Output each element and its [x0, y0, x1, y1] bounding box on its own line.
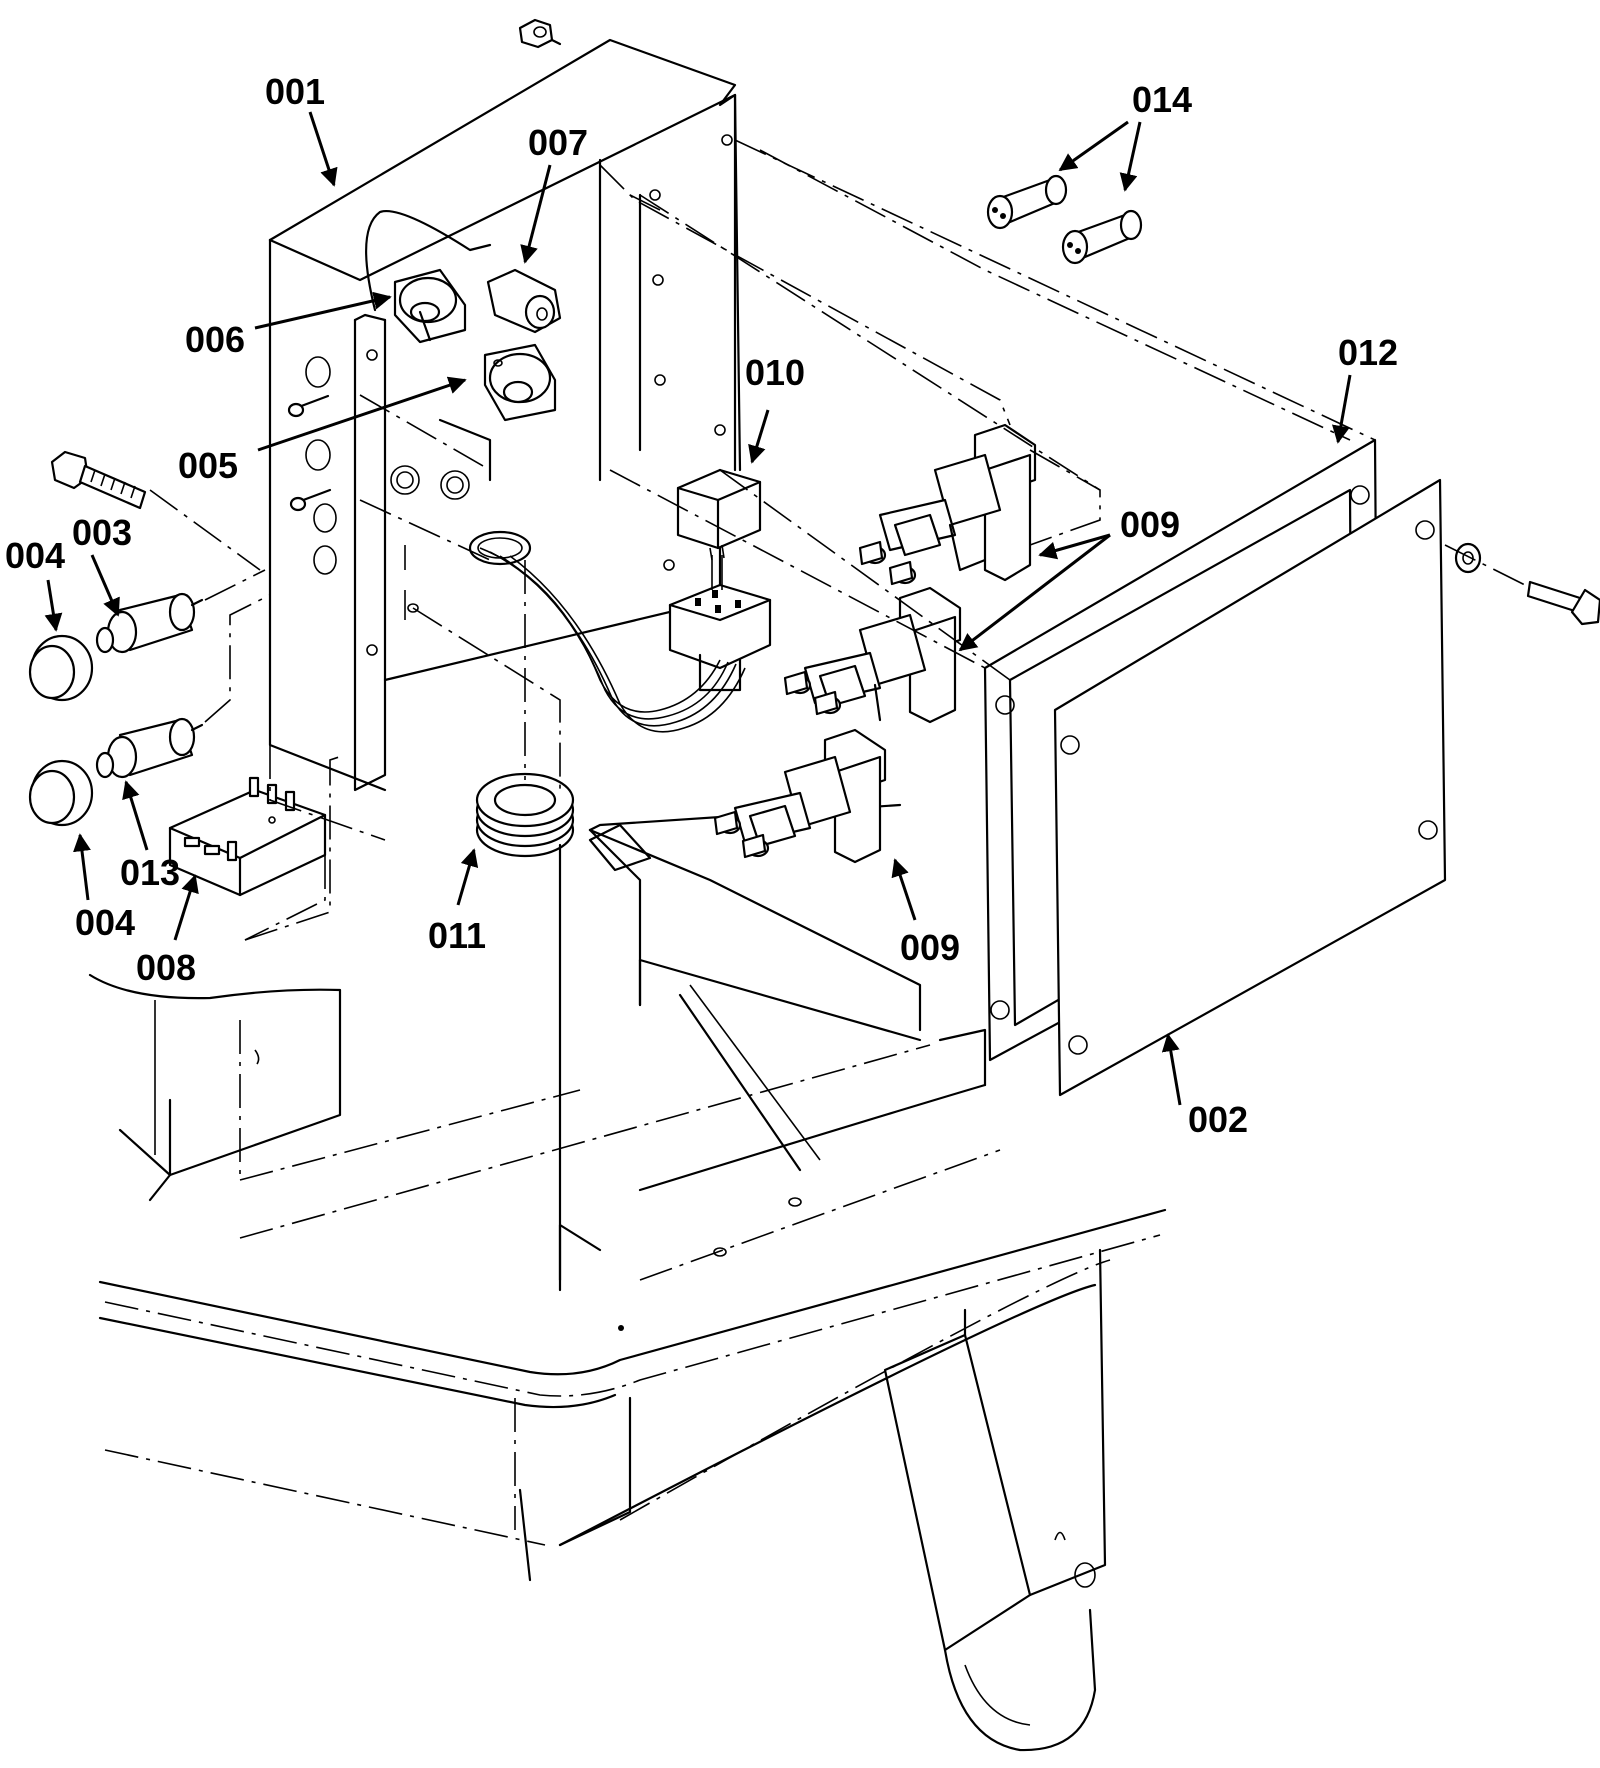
- label-007: 007: [528, 122, 588, 163]
- label-004-lower: 004: [75, 902, 135, 943]
- cover-screw: [1444, 542, 1600, 626]
- label-006: 006: [185, 319, 245, 360]
- terminal-block-008: [168, 754, 346, 941]
- cabinet-base-frame: [98, 1208, 1167, 1582]
- thermostat-005: [483, 343, 557, 422]
- lamps-014: [986, 174, 1143, 265]
- indicator-light-lower: [28, 594, 271, 827]
- callout-arrows: [44, 111, 1352, 1106]
- switch-009-top: [858, 423, 1101, 586]
- label-012: 012: [1338, 332, 1398, 373]
- thermostat-006: [393, 268, 467, 344]
- grommet-011: [475, 560, 575, 1282]
- cover-plate-002: [1053, 478, 1447, 1097]
- top-nut: [518, 18, 562, 49]
- label-004-upper: 004: [5, 535, 65, 576]
- label-002: 002: [1188, 1099, 1248, 1140]
- label-009-lower: 009: [900, 927, 960, 968]
- bracket-screws: [287, 394, 332, 512]
- label-010: 010: [745, 352, 805, 393]
- callout-labels: 001 002 003 004 004 005 006 007 008 009 …: [5, 71, 1398, 1140]
- nut-007: [486, 268, 562, 334]
- label-003: 003: [72, 512, 132, 553]
- label-013: 013: [120, 852, 180, 893]
- relay-010: [668, 468, 772, 692]
- label-008: 008: [136, 947, 196, 988]
- switch-009-middle: [783, 586, 962, 724]
- indicator-light-upper: [28, 569, 266, 702]
- switch-mount-plate: [588, 823, 652, 872]
- label-001: 001: [265, 71, 325, 112]
- bolt-003: [50, 450, 147, 510]
- label-005: 005: [178, 445, 238, 486]
- label-014: 014: [1132, 79, 1192, 120]
- assembly-centerlines: [149, 139, 1376, 1180]
- switch-009-bottom: [713, 728, 887, 864]
- wire-harness: [468, 530, 746, 733]
- caster-leg: [883, 1248, 1107, 1752]
- label-009-upper: 009: [1120, 504, 1180, 545]
- label-011: 011: [428, 915, 486, 956]
